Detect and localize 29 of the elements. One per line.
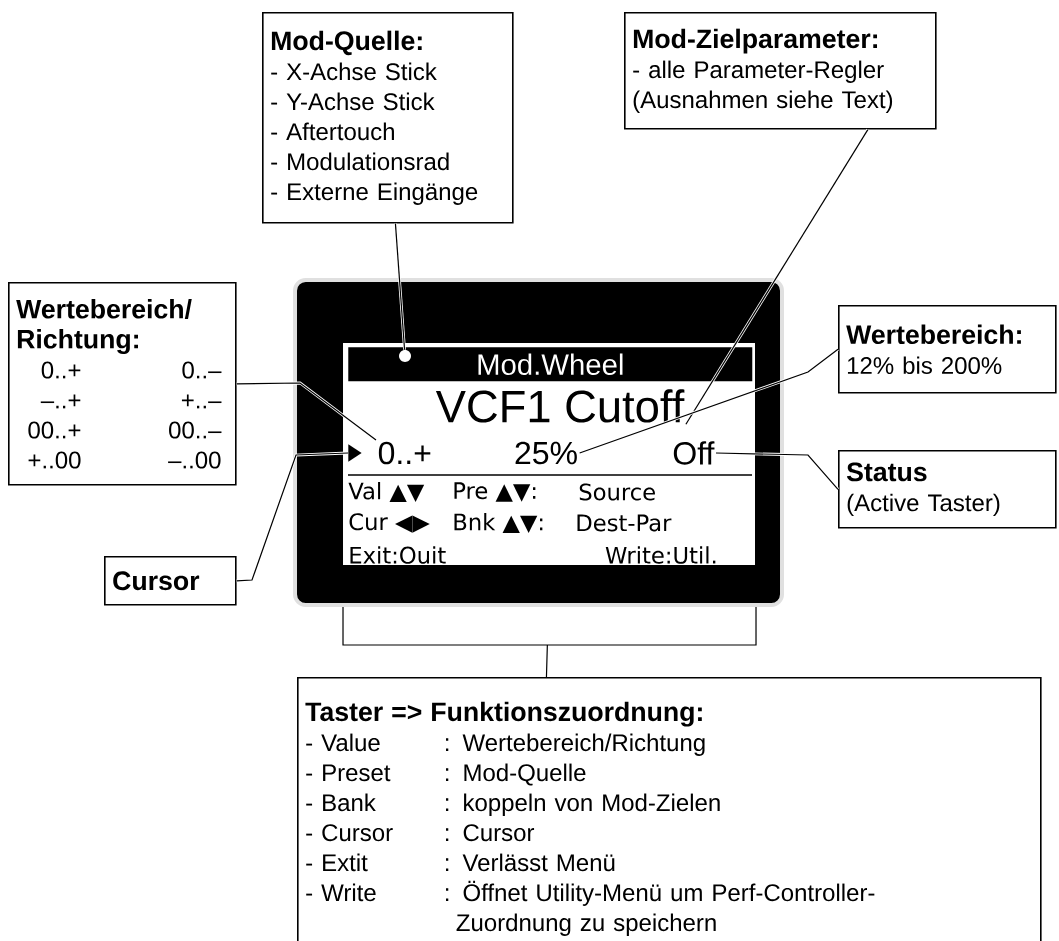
leader-line xyxy=(715,451,840,491)
display-text: 0..+ xyxy=(378,441,431,465)
display-text: Off xyxy=(673,441,715,465)
display-text: Dest-Par xyxy=(577,514,672,532)
callout-box: Mod-Quelle: - X-Achse Stick - Y-Achse Stick - Aftertouch - Modulationsrad - Externe Eingänge xyxy=(262,12,514,224)
display-text: Source xyxy=(579,483,655,501)
display-text: Pre ▲▼: xyxy=(454,482,536,502)
leader-line xyxy=(236,451,349,583)
callout-box: Wertebereich: 12% bis 200% xyxy=(838,305,1057,394)
leader-line xyxy=(394,223,406,351)
display-text: Bnk ▲▼: xyxy=(454,513,543,533)
display-text: Cur ◀▶ xyxy=(349,513,430,533)
callout-box: Taster => Funktionszuordnung: - Value : Wertebereich/Richtung - Preset : Mod-Quelle - Bank : koppeln von Mod-Zielen - Cursor : Cursor - Extit : Verlässt Menü - Write : Öffnet Utility-Menü um Perf-Controller-Zuordnung zu speichern xyxy=(297,677,1042,941)
callout-box: Mod-Zielparameter: - alle Parameter-Regler (Ausnahmen siehe Text) xyxy=(624,12,937,130)
callout-box: Status (Active Taster) xyxy=(838,450,1057,529)
leader-line xyxy=(579,348,839,455)
header-bar: Mod.Wheel xyxy=(348,347,753,382)
display-text: VCF1 Cutoff xyxy=(435,389,685,423)
node-label: Mod.Wheel xyxy=(478,353,623,376)
callout-box: Wertebereich/ Richtung: 0..+ 0..– –..+ +..– 00..+ 00..– +..00 –..00 xyxy=(8,282,237,486)
leader-line xyxy=(341,605,758,679)
callout-box: Cursor xyxy=(104,556,237,606)
leader-line xyxy=(236,381,377,442)
display-text: Write:Util. xyxy=(605,546,716,564)
leader-line xyxy=(684,128,870,425)
display-text: Val ▲▼ xyxy=(348,482,425,502)
cursor-marker xyxy=(348,444,362,462)
display-text: Exit:Ouit xyxy=(350,546,446,564)
display-text: 25% xyxy=(515,441,577,465)
